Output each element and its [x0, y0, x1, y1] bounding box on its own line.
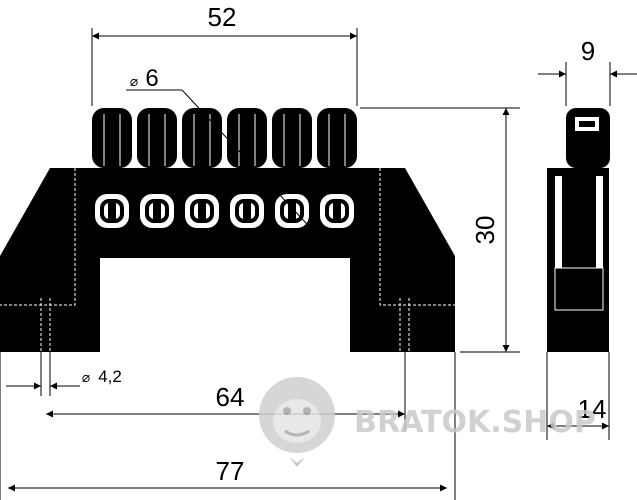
dim-mount-hole: 4,2 — [98, 367, 122, 386]
dim-side-width: 9 — [581, 36, 595, 66]
dim-total-length: 77 — [216, 456, 245, 486]
screw-terminals — [92, 108, 357, 168]
dim-top-width: 52 — [208, 2, 237, 32]
dim-mount-spacing: 64 — [216, 382, 245, 412]
contact-holes — [95, 194, 354, 228]
dim-side-depth: 14 — [578, 394, 607, 424]
side-view — [547, 108, 610, 352]
dim-hole-diameter: 6 — [145, 65, 158, 92]
front-view — [0, 108, 455, 352]
dim-hole-diameter-symbol: ⌀ — [130, 73, 139, 89]
dimension-lines — [0, 28, 637, 500]
gorilla-icon — [259, 377, 335, 467]
dim-height: 30 — [470, 216, 500, 245]
watermark-text: BRATOK.SHOP — [354, 405, 596, 440]
bridge-body — [0, 168, 455, 352]
dim-mount-hole-symbol: ⌀ — [82, 369, 91, 385]
watermark: BRATOK.SHOP — [259, 377, 596, 467]
